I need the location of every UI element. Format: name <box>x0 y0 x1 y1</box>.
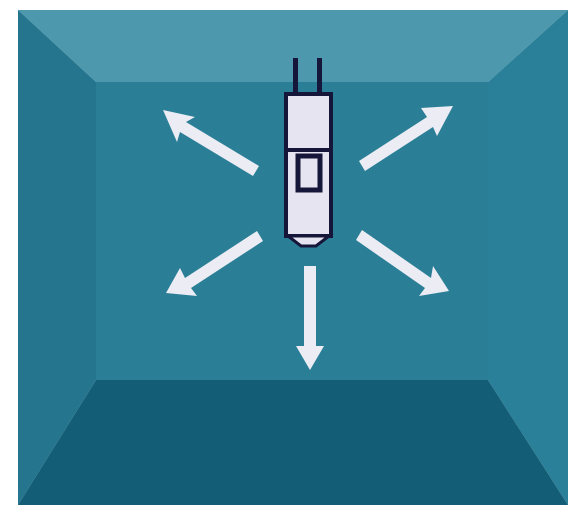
room-floor <box>18 380 568 505</box>
bulb-glass <box>286 150 331 236</box>
bulb-base <box>286 94 331 150</box>
